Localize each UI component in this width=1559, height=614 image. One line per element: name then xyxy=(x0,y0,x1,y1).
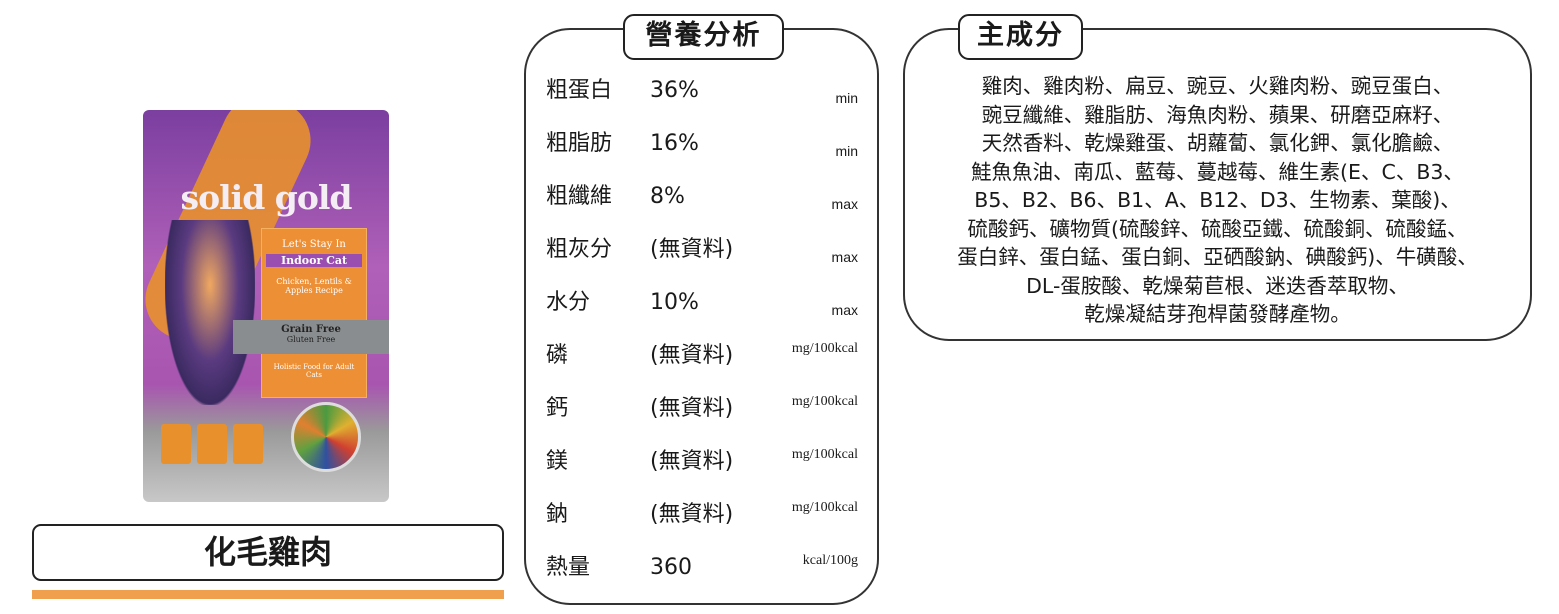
nutrient-label: 磷 xyxy=(546,343,569,368)
nutrition-row: 粗灰分 (無資料) max xyxy=(546,235,858,275)
nutrition-row: 粗脂肪 16% min xyxy=(546,129,858,169)
package-recipe: Chicken, Lentils & Apples Recipe xyxy=(276,277,352,295)
superfoods-badge xyxy=(291,402,361,472)
nutrient-value: (無資料) xyxy=(650,237,734,262)
nutrient-label: 水分 xyxy=(546,290,591,315)
ingredients-line: DL-蛋胺酸、乾燥菊苣根、迷迭香萃取物、 xyxy=(1026,273,1409,298)
nutrition-row: 粗蛋白 36% min xyxy=(546,76,858,116)
nutrient-unit: mg/100kcal xyxy=(791,500,858,515)
nutrition-row: 水分 10% max xyxy=(546,288,858,328)
product-image: solid gold Let's Stay In Indoor Cat Chic… xyxy=(143,110,389,502)
nutrient-value: 10% xyxy=(650,290,699,315)
nutrient-unit: min xyxy=(835,90,858,106)
nutrient-value: (無資料) xyxy=(650,343,734,368)
package-variant: Indoor Cat xyxy=(266,254,362,267)
nutrient-value: 8% xyxy=(650,184,685,209)
nutrition-row: 鈣 (無資料) mg/100kcal xyxy=(546,394,858,434)
nutrition-row: 磷 (無資料) mg/100kcal xyxy=(546,341,858,381)
nutrition-row: 粗纖維 8% max xyxy=(546,182,858,222)
nutrient-unit: max xyxy=(831,302,858,318)
nutrition-title: 營養分析 xyxy=(623,14,784,60)
nutrient-unit: mg/100kcal xyxy=(791,447,858,462)
package-claims: Grain Free Gluten Free xyxy=(233,320,389,354)
ingredients-line: 雞肉、雞肉粉、扁豆、豌豆、火雞肉粉、豌豆蛋白、 xyxy=(981,74,1454,98)
ingredients-line: B5、B2、B6、B1、A、B12、D3、生物素、葉酸)、 xyxy=(974,188,1461,212)
package-panel: Let's Stay In Indoor Cat Chicken, Lentil… xyxy=(261,228,367,398)
claim-grain-free: Grain Free xyxy=(281,324,341,335)
ingredients-panel xyxy=(903,28,1532,341)
nutrient-label: 鈉 xyxy=(546,502,569,527)
product-name: 化毛雞肉 xyxy=(32,524,504,581)
nutrient-label: 粗纖維 xyxy=(546,184,613,209)
nutrient-label: 粗灰分 xyxy=(546,237,613,262)
ingredients-title: 主成分 xyxy=(958,14,1083,60)
ingredients-line: 天然香料、乾燥雞蛋、胡蘿蔔、氯化鉀、氯化膽鹼、 xyxy=(981,131,1454,155)
nutrient-value: (無資料) xyxy=(650,502,734,527)
nutrition-panel xyxy=(524,28,879,605)
accent-bar xyxy=(32,590,504,599)
ingredients-line: 蛋白鋅、蛋白錳、蛋白銅、亞硒酸鈉、碘酸鈣)、牛磺酸、 xyxy=(957,245,1478,269)
nutrient-unit: kcal/100g xyxy=(802,553,858,568)
ingredients-line: 硫酸鈣、礦物質(硫酸鋅、硫酸亞鐵、硫酸銅、硫酸錳、 xyxy=(967,216,1468,241)
package-desc: Holistic Food for Adult Cats xyxy=(273,363,355,379)
nutrient-label: 鎂 xyxy=(546,449,569,474)
claim-gluten-free: Gluten Free xyxy=(286,335,336,344)
nutrient-label: 熱量 xyxy=(546,555,591,580)
nutrition-row: 熱量 360 kcal/100g xyxy=(546,553,858,593)
nutrient-unit: max xyxy=(831,249,858,265)
nutrient-value: 360 xyxy=(650,555,692,580)
nutrient-unit: mg/100kcal xyxy=(791,341,858,356)
ingredients-line: 乾燥凝結芽孢桿菌發酵產物。 xyxy=(1084,302,1351,326)
package-line: Let's Stay In xyxy=(282,239,346,250)
nutrient-unit: max xyxy=(831,196,858,212)
nutrient-label: 鈣 xyxy=(546,396,569,421)
cat-illustration xyxy=(165,220,255,405)
nutrient-value: 36% xyxy=(650,78,699,103)
brand-logo: solid gold xyxy=(180,178,353,217)
nutrient-value: 16% xyxy=(650,131,699,156)
nutrient-unit: mg/100kcal xyxy=(791,394,858,409)
nutrient-value: (無資料) xyxy=(650,449,734,474)
nutrient-label: 粗脂肪 xyxy=(546,131,613,156)
ingredients-line: 鮭魚魚油、南瓜、藍莓、蔓越莓、維生素(E、C、B3、 xyxy=(971,159,1464,184)
nutrition-row: 鎂 (無資料) mg/100kcal xyxy=(546,447,858,487)
package-badges xyxy=(161,424,263,464)
nutrient-value: (無資料) xyxy=(650,396,734,421)
nutrition-row: 鈉 (無資料) mg/100kcal xyxy=(546,500,858,540)
ingredients-text: 雞肉、雞肉粉、扁豆、豌豆、火雞肉粉、豌豆蛋白、豌豆纖維、雞脂肪、海魚肉粉、蘋果、… xyxy=(905,72,1530,329)
nutrient-label: 粗蛋白 xyxy=(546,78,613,103)
nutrient-unit: min xyxy=(835,143,858,159)
ingredients-line: 豌豆纖維、雞脂肪、海魚肉粉、蘋果、研磨亞麻籽、 xyxy=(981,102,1454,127)
